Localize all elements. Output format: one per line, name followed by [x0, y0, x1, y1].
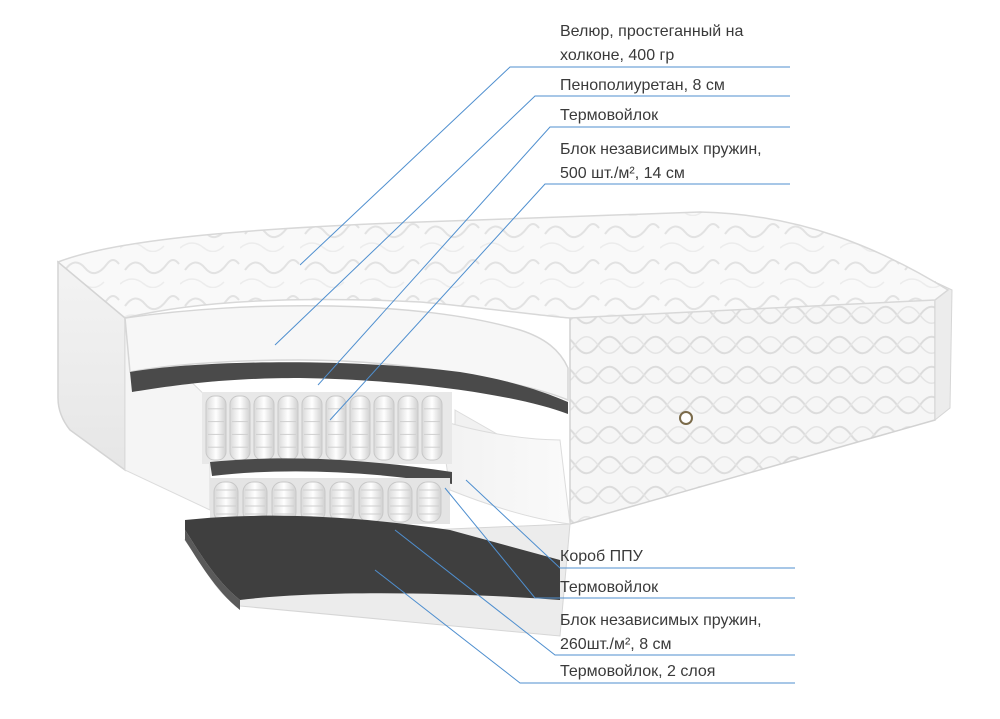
lower-spring-coil [213, 481, 239, 523]
label-velour: Велюр, простеганный на холконе, 400 гр [560, 23, 744, 64]
lower-spring-coil [329, 481, 355, 523]
upper-spring-coil [421, 395, 443, 461]
lower-spring-coil [387, 481, 413, 523]
upper-spring-coil [253, 395, 275, 461]
leader-line-springs-lower [394, 529, 795, 656]
leader-line-felt-bottom [374, 569, 795, 684]
label-thermal-felt-bottom: Термовойлок, 2 слоя [560, 663, 716, 680]
upper-spring-coil [397, 395, 419, 461]
leader-line-felt-middle [444, 487, 795, 599]
label-polyurethane-foam: Пенополиуретан, 8 см [560, 77, 725, 94]
label-thermal-felt-top: Термовойлок [560, 107, 659, 124]
mattress-top [57, 211, 950, 319]
upper-spring-coil [229, 395, 251, 461]
leader-lines [274, 66, 795, 684]
felt-layer-bottom [185, 515, 560, 600]
label-upper-spring-block: Блок независимых пружин, 500 шт./м², 14 … [560, 141, 762, 182]
upper-spring-block [202, 392, 452, 464]
mattress-side-right [569, 281, 936, 525]
lower-spring-coil [300, 481, 326, 523]
air-vent-icon [679, 411, 693, 425]
label-thermal-felt-middle: Термовойлок [560, 579, 659, 596]
felt-layer-middle [210, 458, 452, 484]
upper-spring-coil [277, 395, 299, 461]
felt-layer-top [130, 362, 568, 414]
label-lower-spring-block: Блок независимых пружин, 260шт./м², 8 см [560, 612, 762, 653]
leader-line-springs-upper [329, 183, 790, 421]
upper-spring-coil [349, 395, 371, 461]
leader-line-foam [274, 95, 790, 346]
foam-box-right [439, 419, 571, 525]
upper-spring-coil [205, 395, 227, 461]
leader-line-foam-box [465, 479, 795, 569]
leader-line-velour [299, 66, 790, 266]
upper-spring-coil [373, 395, 395, 461]
label-foam-box: Короб ППУ [560, 548, 643, 565]
upper-spring-coil [301, 395, 323, 461]
lower-spring-coil [358, 481, 384, 523]
mattress-side-left [57, 260, 126, 472]
leader-line-felt-top [317, 126, 790, 386]
lower-spring-coil [416, 481, 442, 523]
